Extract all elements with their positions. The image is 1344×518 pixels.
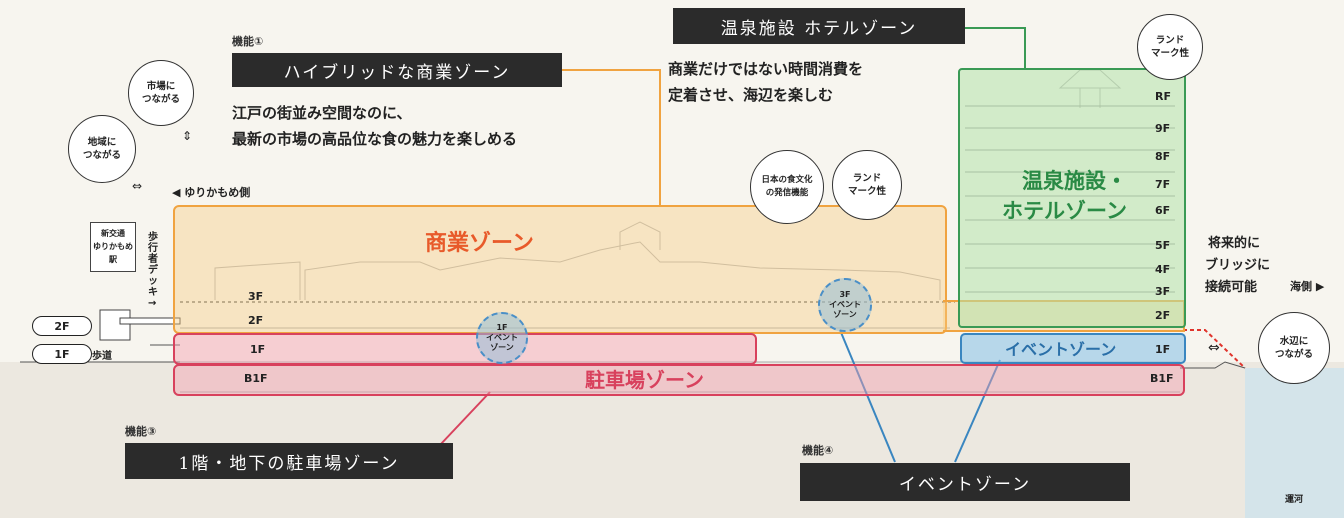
pill-1f: 1F	[32, 344, 92, 364]
floor-right-1f: 1F	[1155, 343, 1171, 356]
canal-water	[1245, 368, 1344, 518]
floor-right-5f: 5F	[1155, 239, 1171, 252]
func1-desc-2: 最新の市場の高品位な食の魅力を楽しめる	[232, 130, 518, 148]
floor-right-b1f: B1F	[1150, 372, 1174, 385]
parking-zone-label: 駐車場ゾーン	[585, 368, 704, 392]
func2-desc-1: 商業だけではない時間消費を	[668, 60, 864, 78]
func4-title: イベントゾーン	[800, 463, 1130, 501]
floor-left-1f: 1F	[250, 343, 266, 356]
svg-text:⇔: ⇔	[1208, 340, 1220, 356]
func2-title: 温泉施設 ホテルゾーン	[673, 8, 965, 44]
hotel-zone-label-2: ホテルゾーン	[1002, 199, 1127, 223]
deck-label: 歩行者デッキ→	[148, 232, 158, 309]
floor-left-2f: 2F	[248, 314, 264, 327]
circle-market: 市場に つながる	[128, 60, 194, 126]
svg-text:⇕: ⇕	[182, 129, 192, 143]
floor-right-8f: 8F	[1155, 150, 1171, 163]
func2-desc-2: 定着させ、海辺を楽しむ	[668, 86, 834, 104]
event-circle-1f: 1F イベント ゾーン	[476, 312, 528, 364]
hotel-zone-box	[958, 68, 1186, 328]
circle-landmark-top: ランド マーク性	[1137, 14, 1203, 80]
canal-label: 運河	[1285, 495, 1304, 505]
svg-text:⇔: ⇔	[132, 179, 142, 193]
hotel-zone-label-1: 温泉施設・	[1022, 169, 1127, 193]
parking-zone-box-lower	[173, 364, 1185, 396]
bridge-note-2: ブリッジに	[1205, 258, 1271, 273]
pill-2f: 2F	[32, 316, 92, 336]
bridge-note-1: 将来的に	[1208, 236, 1261, 251]
sidewalk-label: 歩道	[92, 351, 112, 362]
floor-right-3f: 3F	[1155, 285, 1171, 298]
circle-region: 地域に つながる	[68, 115, 136, 183]
floor-left-b1f: B1F	[244, 372, 268, 385]
bridge-note-3: 接続可能	[1205, 280, 1258, 295]
event-circle-3f: 3F イベント ゾーン	[818, 278, 872, 332]
floor-right-6f: 6F	[1155, 204, 1171, 217]
floor-left-3f: 3F	[248, 290, 264, 303]
commercial-zone-label: 商業ゾーン	[425, 231, 534, 256]
func1-title: ハイブリッドな商業ゾーン	[232, 53, 562, 87]
floor-right-4f: 4F	[1155, 263, 1171, 276]
func1-desc-1: 江戸の街並み空間なのに、	[232, 104, 412, 122]
func3-label: 機能③	[125, 425, 157, 438]
func1-label: 機能①	[232, 35, 264, 48]
sea-side-label: 海側 ▶	[1290, 280, 1325, 293]
func3-title: 1階・地下の駐車場ゾーン	[125, 443, 453, 479]
yurikamome-side-label: ◀ ゆりかもめ側	[172, 186, 251, 199]
circle-waterside: 水辺に つながる	[1258, 312, 1330, 384]
floor-right-9f: 9F	[1155, 122, 1171, 135]
circle-landmark-mid: ランド マーク性	[832, 150, 902, 220]
floor-right-2f: 2F	[1155, 309, 1171, 322]
event-zone-label: イベントゾーン	[1005, 340, 1117, 359]
station-box: 新交通 ゆりかもめ 駅	[90, 222, 136, 272]
floor-right-rf: RF	[1155, 90, 1171, 103]
commercial-zone-box	[173, 205, 947, 334]
floor-right-7f: 7F	[1155, 178, 1171, 191]
func4-label: 機能④	[802, 444, 834, 457]
event-zone-box	[960, 333, 1186, 364]
circle-food-culture: 日本の食文化 の発信機能	[750, 150, 824, 224]
